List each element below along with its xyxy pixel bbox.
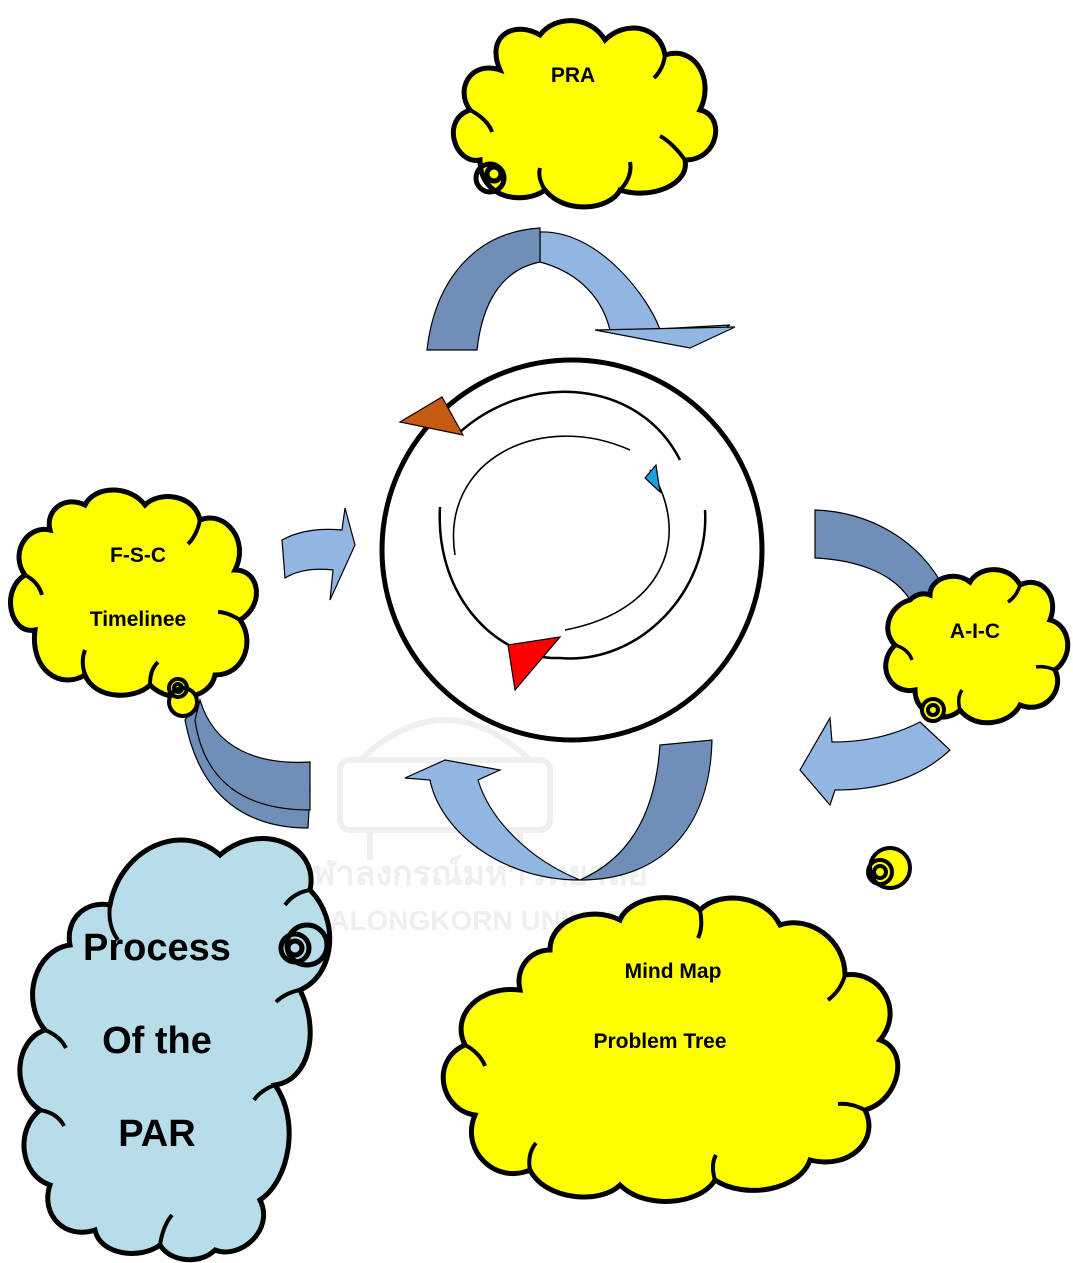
innermost-arc-left xyxy=(452,435,631,556)
mindmap-label-line2: Problem Tree xyxy=(593,1030,726,1053)
process-spiral-icon xyxy=(278,922,330,968)
fsc-label-line2: Timelinee xyxy=(90,608,187,631)
innermost-arc-right xyxy=(564,469,670,631)
process-label-line2: Of the xyxy=(102,1020,212,1062)
process-label-line3: PAR xyxy=(118,1113,195,1155)
aic-spiral-icon xyxy=(920,697,946,723)
pra-spiral-icon xyxy=(473,161,507,195)
aic-label: A-I-C xyxy=(950,620,1000,643)
center-cycle xyxy=(379,357,765,743)
aic-down-arrow xyxy=(799,716,951,807)
pra-label: PRA xyxy=(551,64,595,87)
mindmap-cloud: Mind Map Problem Tree xyxy=(440,846,912,1204)
inner-arc-top xyxy=(459,390,682,461)
fsc-cloud: F-S-C Timelinee xyxy=(8,487,259,718)
inner-arc-bottom xyxy=(438,506,707,660)
pra-cloud: PRA xyxy=(450,18,718,210)
aic-cloud: A-I-C xyxy=(883,567,1071,726)
bottom-center-arrow xyxy=(404,739,713,881)
bottom-left-arrow xyxy=(184,697,311,829)
watermark-thai: จุฬาลงกรณ์มหาวิทยาลัย xyxy=(292,854,647,895)
center-to-aic-arrow xyxy=(814,509,946,601)
mindmap-spiral-icon xyxy=(866,846,912,890)
top-curved-arrow xyxy=(426,227,736,351)
pointer-blue-icon xyxy=(644,463,661,494)
pointer-red-icon xyxy=(507,636,562,692)
process-cloud: Process Of the PAR xyxy=(17,836,333,1263)
fsc-to-center-arrow xyxy=(281,507,356,601)
mindmap-label-line1: Mind Map xyxy=(625,960,722,983)
process-label-line1: Process xyxy=(83,927,231,969)
fsc-label-line1: F-S-C xyxy=(110,544,166,567)
fsc-spiral-icon xyxy=(167,677,199,718)
pointer-orange-icon xyxy=(398,396,465,436)
outer-circle xyxy=(379,357,765,743)
